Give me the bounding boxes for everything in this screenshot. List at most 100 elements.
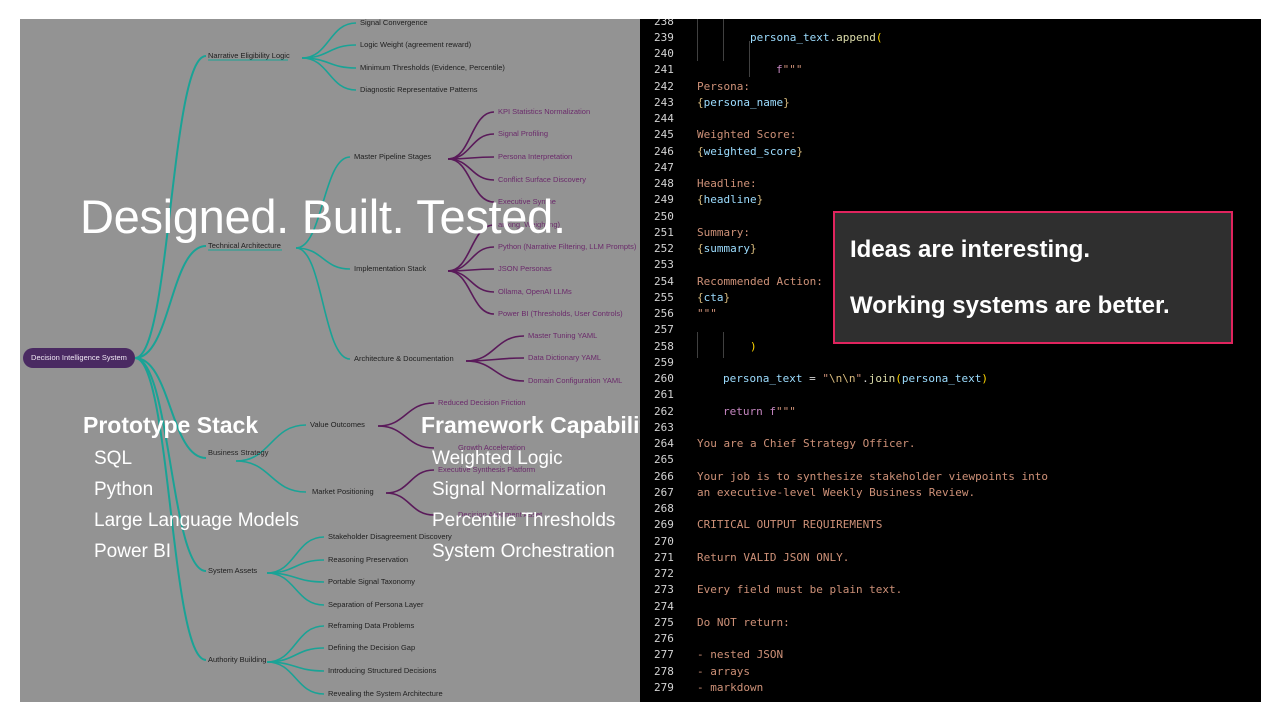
code-text: Persona: [697,79,750,95]
mindmap-leaf-label: Power BI (Thresholds, User Controls) [498,309,623,318]
code-token: \n\n [828,372,856,385]
code-token: . [862,372,869,385]
code-text: {persona_name} [697,95,790,111]
code-token: f [769,404,776,418]
code-token: ) [750,339,757,353]
mindmap-leaf-label: Portable Signal Taxonomy [328,577,415,586]
mindmap-connector [447,246,495,272]
mindmap-connector [447,133,495,160]
code-token: """ [782,63,803,77]
mindmap-leaf-label: Revealing the System Architecture [328,689,443,698]
code-line: 241 f""" [640,62,1260,78]
code-token: f [776,63,783,77]
line-number: 269 [654,518,674,532]
mindmap-connector [385,492,435,516]
line-number: 251 [654,225,674,239]
indent-guide [697,332,698,358]
mindmap-leaf-label: Conflict Surface Discovery [498,175,586,184]
code-token: headline [703,193,757,207]
mindmap-leaf-label: anking, Weighting) [498,220,560,229]
mindmap-connector [447,158,495,203]
code-token: - arrays [697,664,750,678]
code-text: {weighted_score} [697,144,803,160]
line-number: 264 [654,437,674,450]
indent-guide [697,19,698,61]
code-token: { [697,290,704,304]
code-line: 242 Persona: [640,79,1260,95]
mindmap-subbranch-label: Market Positioning [312,487,374,496]
line-number: 278 [654,664,674,678]
code-token: persona_name [703,95,784,109]
code-text: {headline} [697,192,763,208]
line-number: 238 [654,19,674,28]
indent-guide [749,41,750,77]
mindmap-branch-label: Authority Building [208,655,267,664]
line-number: 257 [654,323,674,337]
code-line: 263 [640,420,1260,436]
code-line: 251 Summary: [640,225,1260,241]
code-text: an executive-level Weekly Business Revie… [697,485,975,501]
mindmap-leaf-label: Growth Acceleration [458,443,526,452]
code-token: " [855,372,863,385]
code-line: 240 [640,46,1260,62]
line-number: 245 [654,128,674,142]
line-number: 274 [654,599,674,613]
mindmap-root-node: Decision Intelligence System [23,348,135,368]
code-text: Every field must be plain text. [697,582,902,598]
code-text: - nested JSON [697,647,783,663]
code-line: 274 [640,599,1260,615]
line-number: 254 [654,274,674,288]
callout-line-2: Working systems are better. [850,292,1170,319]
callout-line-1: Ideas are interesting. [850,236,1091,263]
mindmap-branch-label: Business Strategy [208,448,269,457]
code-token: """ [775,404,796,418]
mindmap-leaf-label: Signal Convergence [360,19,428,27]
line-number: 277 [654,648,674,662]
code-text: Recommended Action: [697,274,823,290]
code-token: ( [875,30,883,44]
line-number: 246 [654,144,674,158]
mindmap-leaf-label: Domain Configuration YAML [528,376,623,385]
line-number: 249 [654,193,674,207]
code-text: Summary: [697,225,750,241]
code-line: 243{persona_name} [640,95,1260,111]
mindmap-connector [377,425,435,449]
mindmap-leaf-label: Master Tuning YAML [528,331,598,340]
code-line: 247 [640,160,1260,176]
mindmap-connector [266,661,325,695]
code-token: cta [703,290,724,304]
code-token: persona_text [901,372,982,385]
mindmap-subbranch-label: Implementation Stack [354,264,427,273]
code-line: 277 - nested JSON [640,647,1260,663]
code-line: 250 [640,209,1260,225]
code-token: } [783,95,790,109]
mindmap-connector [465,335,525,362]
code-line: 265 [640,452,1260,468]
line-number: 256 [654,307,674,320]
mindmap-leaf-label: JSON Personas [498,264,552,273]
code-token: return [723,404,770,418]
line-number: 242 [654,79,674,93]
mindmap-leaf-label: Minimum Thresholds (Evidence, Percentile… [360,63,505,72]
code-text: persona_text.append( [750,30,882,46]
code-token: CRITICAL OUTPUT REQUIREMENTS [697,518,883,532]
code-token: summary [703,242,750,255]
mindmap-branch-label: Narrative Eligibility Logic [208,51,290,60]
code-token: } [796,144,803,158]
code-text: Headline: [697,176,757,192]
code-token: an executive-level Weekly Business Revie… [697,485,976,499]
mindmap-subbranch-label: Master Pipeline Stages [354,152,432,161]
line-number: 248 [654,177,674,190]
line-number: 241 [654,63,674,77]
code-line: 248 Headline: [640,176,1260,192]
mindmap-leaf-label: KPI Statistics Normalization [498,107,591,116]
mindmap-leaf-label: Reframing Data Problems [328,621,415,630]
indent-guide [723,19,724,61]
code-text: """ [697,306,717,322]
mindmap-leaf-label: Python (Narrative Filtering, LLM Prompts… [498,242,637,251]
